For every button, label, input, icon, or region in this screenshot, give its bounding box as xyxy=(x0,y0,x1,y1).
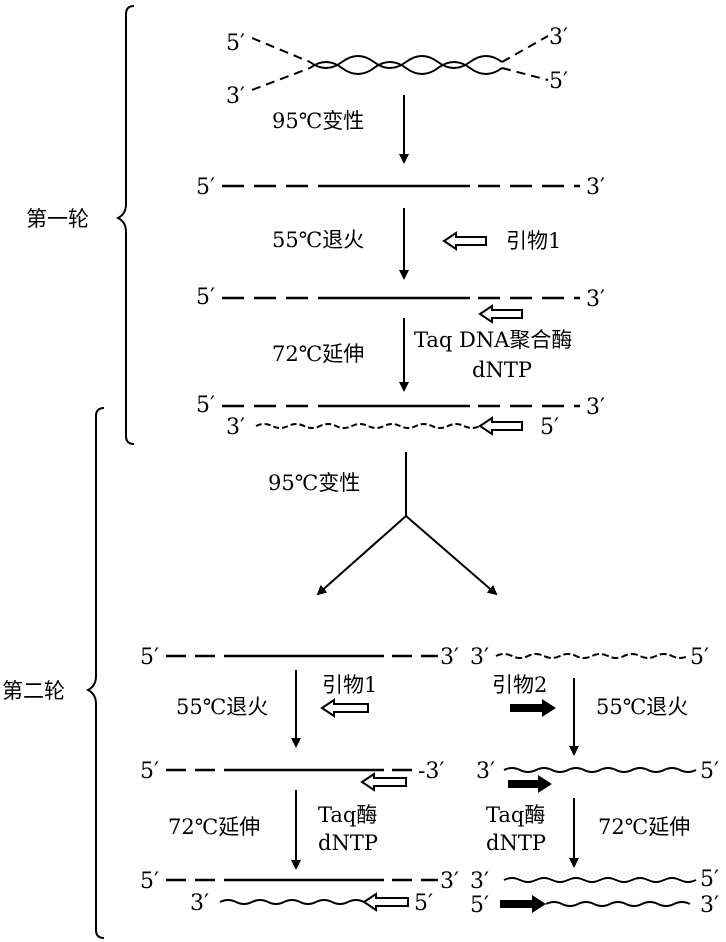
process-arrow xyxy=(316,515,407,596)
round1-label: 第一轮 xyxy=(26,207,89,231)
strand-end-5prime: 5′ xyxy=(540,415,559,440)
primer1-arrow-icon xyxy=(360,772,407,792)
primer1-label: 引物1 xyxy=(506,229,561,253)
strand-end-3prime: 3′ xyxy=(226,415,245,440)
strand-end-5prime: 5′ xyxy=(196,175,215,200)
strand-end-3prime: -3′ xyxy=(418,759,444,784)
strand-end-3prime: 3′ xyxy=(476,759,495,784)
new-strand xyxy=(255,423,481,429)
step-label-anneal: 55℃退火 xyxy=(176,695,268,719)
strand-end-5prime: 5′ xyxy=(140,869,159,894)
round2-brace xyxy=(85,407,105,939)
step-label-denature: 95℃变性 xyxy=(272,109,364,133)
strand-end-5prime: 5′ xyxy=(700,759,719,784)
strand-end-3prime: 3′ xyxy=(226,84,245,109)
new-strand xyxy=(503,877,697,883)
strand-end-3prime: 3′ xyxy=(190,891,209,916)
strand-end-3prime: 3′ xyxy=(440,869,459,894)
strand-end-5prime: 5′ xyxy=(140,759,159,784)
primer1-arrow-icon xyxy=(320,698,369,718)
strand-end-3prime: 3′ xyxy=(586,175,605,200)
primer1-arrow-icon xyxy=(478,304,523,324)
process-arrow xyxy=(405,515,498,596)
step-label-denature: 95℃变性 xyxy=(268,471,360,495)
double-helix xyxy=(251,35,549,91)
enzyme-label: Taq酶 xyxy=(486,803,545,827)
strand-end-3prime: 3′ xyxy=(470,645,489,670)
new-strand xyxy=(219,899,365,905)
step-label-extend: 72℃延伸 xyxy=(598,815,690,839)
strand-end-5prime: 5′ xyxy=(414,891,433,916)
strand-end-3prime: 3′ xyxy=(470,869,489,894)
primer2-arrow-icon xyxy=(508,775,552,793)
step-label-extend: 72℃延伸 xyxy=(272,342,364,366)
dntp-label: dNTP xyxy=(472,358,532,382)
enzyme-label: Taq酶 xyxy=(318,803,377,827)
strand-end-5prime: 5′ xyxy=(690,645,709,670)
strand-end-3prime: 3′ xyxy=(549,25,568,50)
primer2-arrow-icon xyxy=(510,699,556,717)
dntp-label: dNTP xyxy=(318,831,378,855)
strand-end-5prime: 5′ xyxy=(196,285,215,310)
strand-end-5prime: 5′ xyxy=(470,893,489,918)
primer1-arrow-icon xyxy=(362,892,409,912)
strand-end-5prime: 5′ xyxy=(549,69,568,94)
strand-end-3prime: 3′ xyxy=(586,287,605,312)
round2-label: 第二轮 xyxy=(2,679,65,703)
primer1-arrow-icon xyxy=(442,231,487,251)
strand-end-5prime: 5′ xyxy=(226,31,245,56)
strand-end-3prime: 3′ xyxy=(440,645,459,670)
primer2-label: 引物2 xyxy=(492,673,547,697)
enzyme-label: Taq DNA聚合酶 xyxy=(414,328,572,352)
step-label-extend: 72℃延伸 xyxy=(168,815,260,839)
new-strand xyxy=(545,901,691,907)
strand-end-3prime: 3′ xyxy=(700,893,719,918)
step-label-anneal: 55℃退火 xyxy=(596,695,688,719)
dntp-label: dNTP xyxy=(486,831,546,855)
new-strand xyxy=(503,767,697,773)
round1-brace xyxy=(115,5,135,445)
primer1-arrow-icon xyxy=(478,416,523,436)
primer1-label: 引物1 xyxy=(322,673,377,697)
strand-end-5prime: 5′ xyxy=(700,867,719,892)
strand-end-5prime: 5′ xyxy=(196,393,215,418)
strand-end-5prime: 5′ xyxy=(140,645,159,670)
strand-end-3prime: 3′ xyxy=(586,395,605,420)
new-strand xyxy=(495,653,689,659)
primer2-arrow-icon xyxy=(500,895,546,913)
step-label-anneal: 55℃退火 xyxy=(272,228,364,252)
